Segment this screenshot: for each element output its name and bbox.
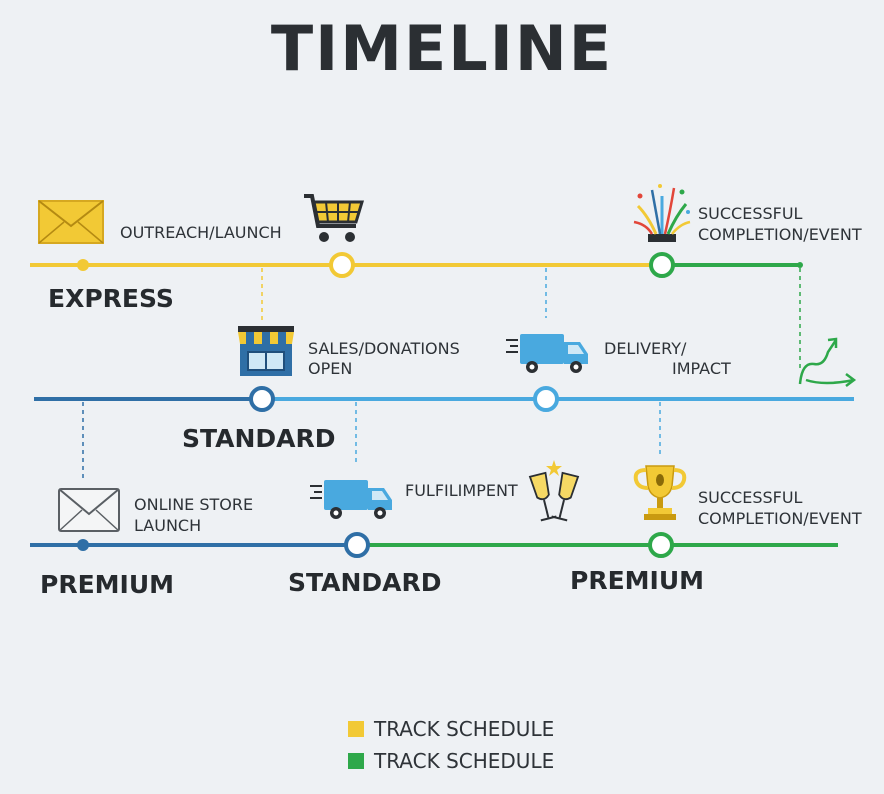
- top-milestone-node-cart: [329, 252, 355, 278]
- middle-milestone-node-shop: [249, 386, 275, 412]
- milestone-label-open: OPEN: [308, 359, 353, 378]
- milestone-label-delivery: DELIVERY/: [604, 339, 687, 358]
- milestone-label-completion-bottom: COMPLETION/EVENT: [698, 509, 862, 528]
- storefront-icon: [238, 326, 294, 376]
- trophy-icon: [633, 465, 687, 520]
- legend-swatch-green: [348, 753, 364, 769]
- legend-swatch-yellow: [348, 721, 364, 737]
- bottom-milestone-node-completion: [648, 532, 674, 558]
- bottom-milestone-node-fulfilment: [344, 532, 370, 558]
- bottom-track-start-dot: [77, 539, 89, 551]
- track-label-standard-bottom: STANDARD: [288, 568, 442, 597]
- milestone-label-sales: SALES/DONATIONS: [308, 339, 460, 358]
- envelope-icon: [38, 200, 104, 244]
- delivery-truck-icon: [506, 334, 588, 373]
- milestone-label-successful: SUCCESSFUL: [698, 204, 803, 223]
- legend-item-yellow: TRACK SCHEDULE: [348, 717, 554, 741]
- track-label-express: EXPRESS: [48, 284, 174, 313]
- shopping-cart-icon: [304, 194, 365, 242]
- envelope-icon: [58, 488, 120, 532]
- delivery-truck-icon: [310, 480, 392, 519]
- legend-label-green: TRACK SCHEDULE: [374, 749, 555, 773]
- top-milestone-node-completion: [649, 252, 675, 278]
- track-label-premium-right: PREMIUM: [570, 566, 705, 595]
- champagne-glasses-icon: [528, 460, 580, 522]
- middle-milestone-node-delivery: [533, 386, 559, 412]
- milestone-label-successful-bottom: SUCCESSFUL: [698, 488, 803, 507]
- page-title: TIMELINE: [270, 12, 614, 85]
- top-track-start-dot: [77, 259, 89, 271]
- milestone-label-impact: IMPACT: [672, 359, 731, 378]
- milestone-label-fulfilment: FULFILIMPENT: [405, 481, 518, 500]
- growth-arrow-icon: [798, 337, 857, 387]
- legend-item-green: TRACK SCHEDULE: [348, 749, 554, 773]
- top-track-end-dot: [797, 262, 803, 268]
- milestone-label-online-store: ONLINE STORE: [134, 495, 254, 514]
- legend-label-yellow: TRACK SCHEDULE: [374, 717, 555, 741]
- milestone-label-outreach: OUTREACH/LAUNCH: [120, 223, 282, 242]
- milestone-label-launch: LAUNCH: [134, 516, 202, 535]
- milestone-label-completion: COMPLETION/EVENT: [698, 225, 862, 244]
- track-label-premium-left: PREMIUM: [40, 570, 175, 599]
- fireworks-icon: [633, 184, 691, 242]
- track-label-standard: STANDARD: [182, 424, 336, 453]
